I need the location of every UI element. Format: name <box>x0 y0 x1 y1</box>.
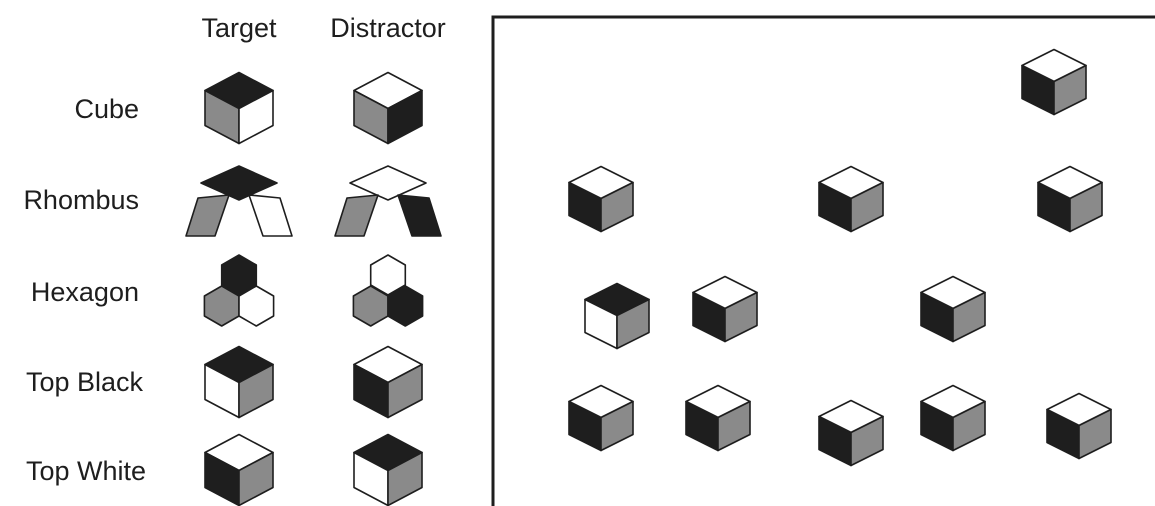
cube-right-face <box>238 451 274 506</box>
target-rhombus-rhombi <box>185 165 293 237</box>
cube-right-face <box>1069 181 1103 233</box>
display-target-cube <box>584 282 650 350</box>
cube-right-face <box>387 89 423 145</box>
cube-right-face <box>724 291 758 343</box>
cube-right-face <box>850 415 884 467</box>
target-column-header: Target <box>201 13 277 43</box>
target-top-black-cube <box>204 345 274 419</box>
row-label-rhombus: Rhombus <box>23 185 139 215</box>
hexagon-top <box>369 254 407 296</box>
target-cube-cube <box>204 71 274 145</box>
distractor-top-black-cube <box>353 345 423 419</box>
cube-right-face <box>1078 408 1112 460</box>
row-label-cube: Cube <box>74 94 139 124</box>
target-hexagon-hexagons <box>203 254 275 327</box>
display-distractor-cube <box>685 384 751 452</box>
display-distractor-cube <box>1046 392 1112 460</box>
display-distractor-cube <box>568 165 634 233</box>
display-distractor-cube <box>692 275 758 343</box>
display-distractor-cube <box>920 275 986 343</box>
display-distractor-cube <box>1037 165 1103 233</box>
cube-right-face <box>387 363 423 419</box>
distractor-cube-cube <box>353 71 423 145</box>
display-items <box>568 48 1112 467</box>
distractor-rhombus-rhombi <box>334 165 442 237</box>
rhombus-top <box>349 165 427 201</box>
row-label-hexagon: Hexagon <box>31 277 139 307</box>
cube-right-face <box>387 451 423 506</box>
cube-right-face <box>600 181 634 233</box>
rhombus-top <box>200 165 278 201</box>
display-frame <box>491 15 1155 506</box>
cube-right-face <box>238 363 274 419</box>
cube-right-face <box>600 400 634 452</box>
cube-right-face <box>717 400 751 452</box>
distractor-top-white-cube <box>353 433 423 506</box>
distractor-column-header: Distractor <box>330 13 446 43</box>
hexagon-right <box>387 285 424 327</box>
rhombus-left <box>334 194 379 237</box>
distractor-hexagon-hexagons <box>352 254 424 327</box>
display-distractor-cube <box>818 399 884 467</box>
cube-right-face <box>850 181 884 233</box>
hexagon-right <box>238 285 275 327</box>
legend-stimuli <box>185 71 442 506</box>
cube-right-face <box>952 400 986 452</box>
display-distractor-cube <box>568 384 634 452</box>
display-distractor-cube <box>818 165 884 233</box>
cube-right-face <box>616 298 650 350</box>
row-label-top-black: Top Black <box>26 367 144 397</box>
rhombus-left <box>185 194 230 237</box>
search-display-panel <box>491 15 1155 506</box>
rhombus-right <box>248 194 293 237</box>
cube-right-face <box>1053 64 1087 116</box>
cube-right-face <box>952 291 986 343</box>
target-top-white-cube <box>204 433 274 506</box>
row-label-top-white: Top White <box>26 456 146 486</box>
rhombus-right <box>397 194 442 237</box>
display-distractor-cube <box>1021 48 1087 116</box>
hexagon-top <box>220 254 258 296</box>
display-distractor-cube <box>920 384 986 452</box>
cube-right-face <box>238 89 274 145</box>
